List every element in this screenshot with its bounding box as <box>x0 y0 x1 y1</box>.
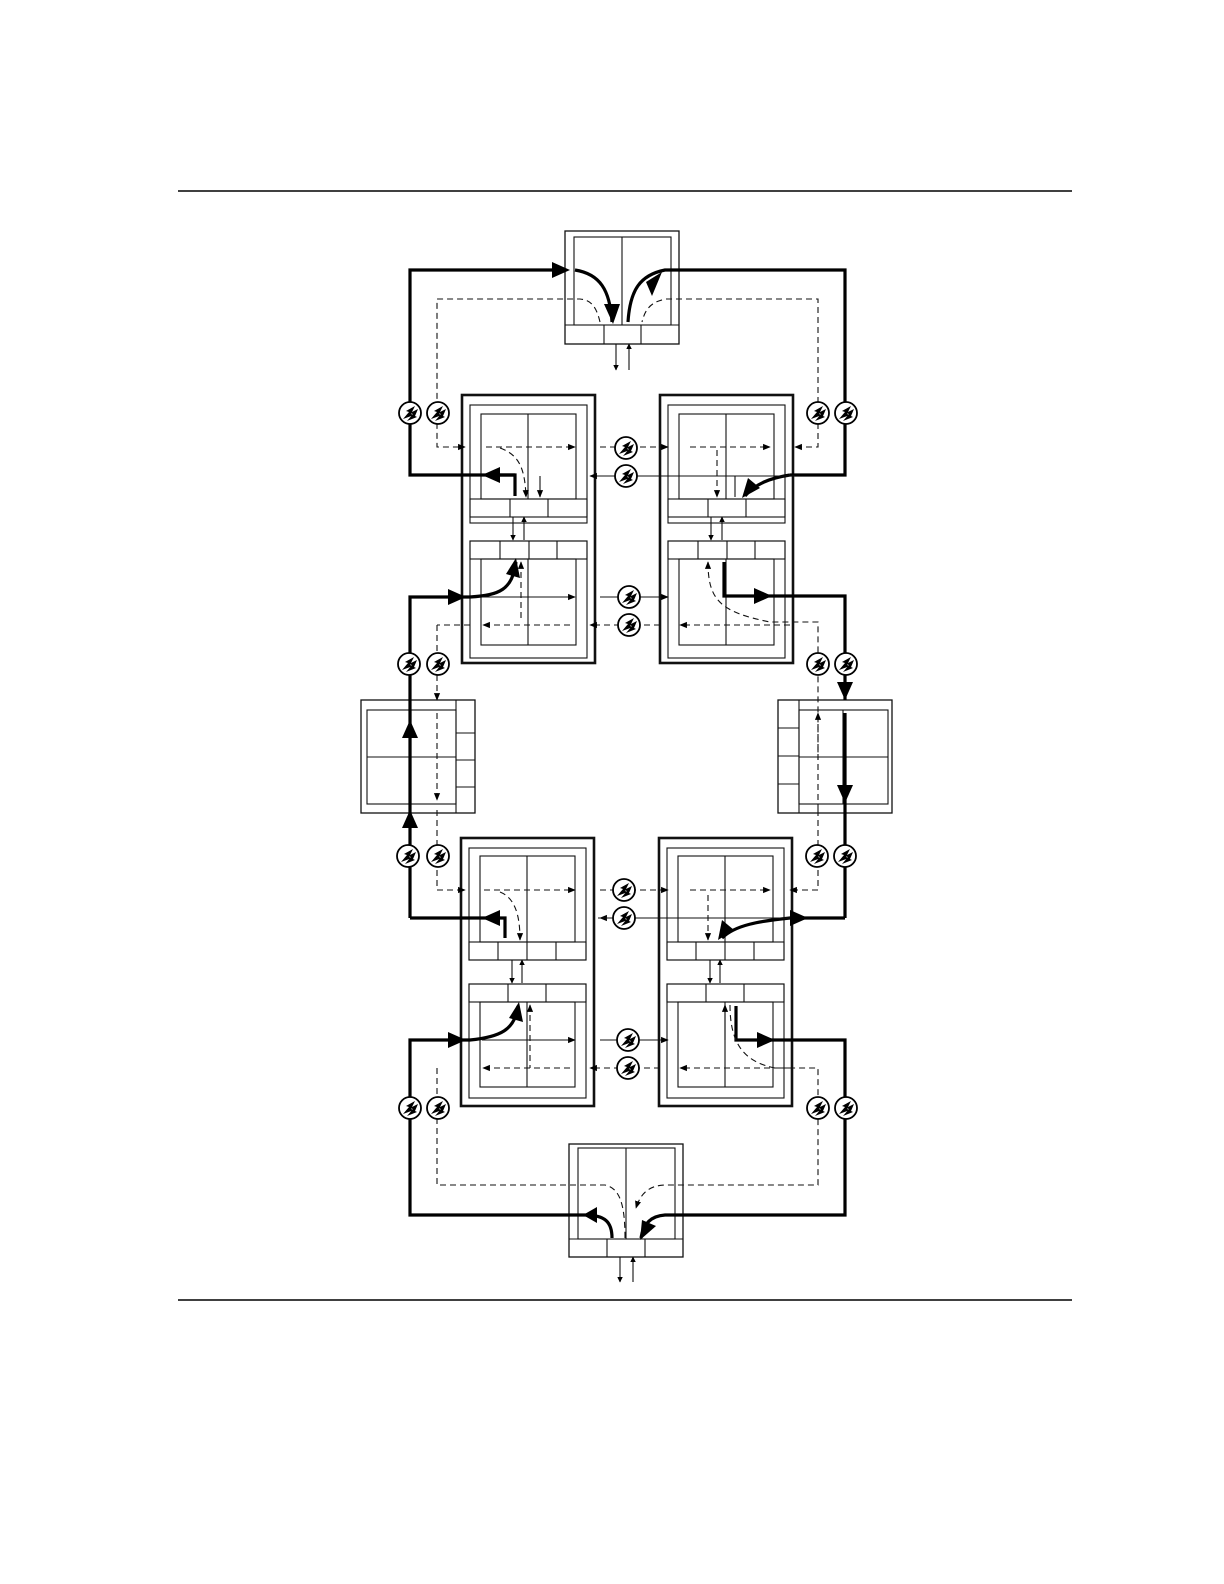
fiber-connector-icon <box>399 402 421 424</box>
fiber-connector-icon <box>618 586 640 608</box>
fiber-connector-icon <box>399 1097 421 1119</box>
fiber-connector-icon <box>617 1029 639 1051</box>
lower-right-shelf <box>659 838 792 1106</box>
fiber-connector-icon <box>834 845 856 867</box>
middle-left-node <box>361 700 475 813</box>
fiber-connector-icon <box>613 879 635 901</box>
upper-left-shelf <box>462 395 595 663</box>
fiber-connector-icon <box>615 437 637 459</box>
fiber-connector-icon <box>617 1057 639 1079</box>
fiber-connector-icon <box>427 1097 449 1119</box>
fiber-connector-icon <box>807 1097 829 1119</box>
fiber-connector-icon <box>397 845 419 867</box>
working-path-top-left <box>410 270 565 475</box>
fiber-connector-icon <box>835 653 857 675</box>
fiber-connector-icon <box>615 465 637 487</box>
fiber-connector-icon <box>398 653 420 675</box>
fiber-connector-icon <box>618 614 640 636</box>
fiber-connector-icon <box>427 402 449 424</box>
fiber-connector-icon <box>427 653 449 675</box>
fiber-connector-icon <box>613 907 635 929</box>
fiber-connector-icon <box>807 402 829 424</box>
fiber-connector-icon <box>806 845 828 867</box>
fiber-connector-icon <box>835 402 857 424</box>
fiber-connector-icon <box>807 653 829 675</box>
bottom-node <box>569 1144 683 1282</box>
upper-right-shelf <box>660 395 793 663</box>
fiber-connector-icon <box>427 845 449 867</box>
lower-left-shelf <box>461 838 594 1106</box>
middle-right-node <box>778 700 892 813</box>
fiber-connector-icon <box>835 1097 857 1119</box>
